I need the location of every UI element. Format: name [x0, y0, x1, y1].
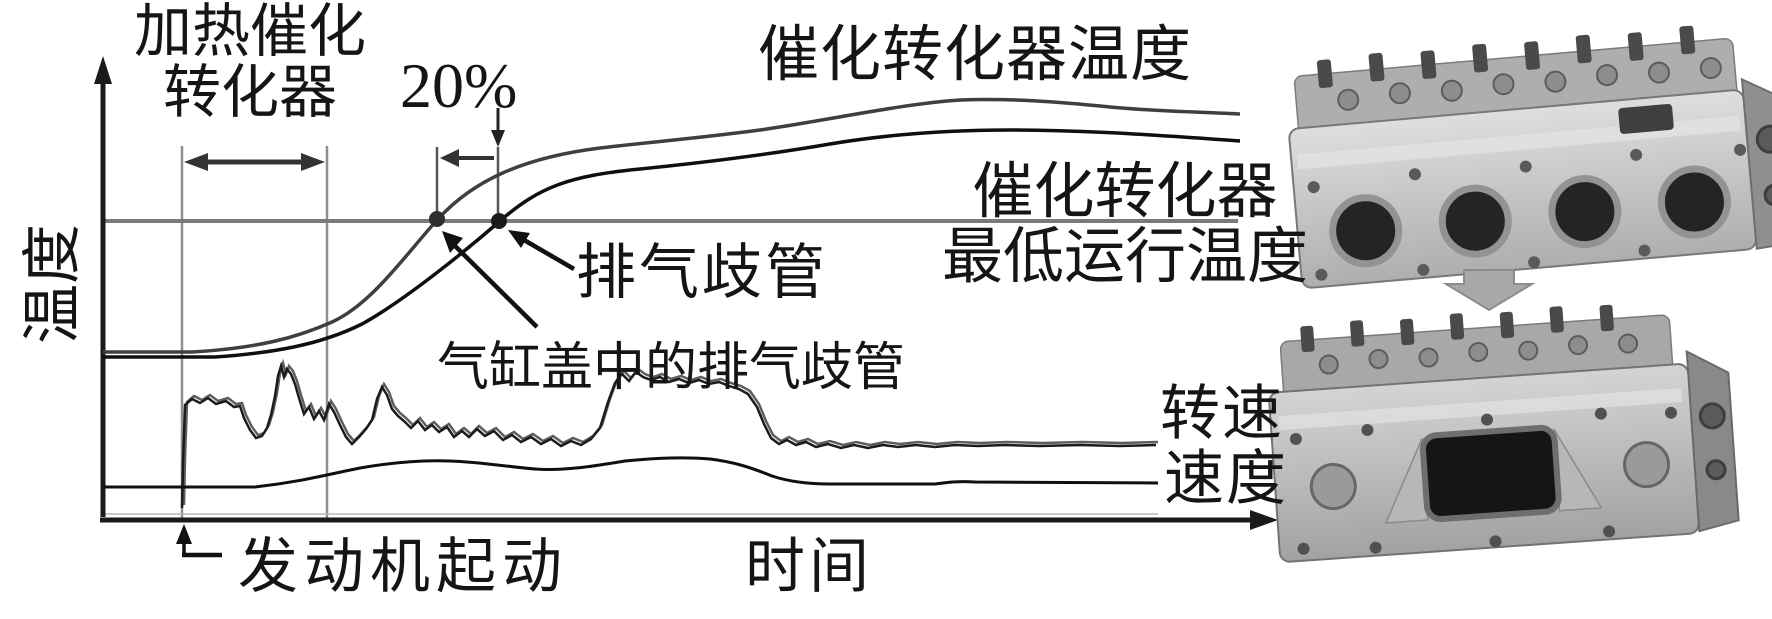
heating-duration-label-line1: 加热催化 — [133, 0, 366, 64]
engine-speed-label: 转速 — [1160, 381, 1284, 447]
catalyst-temperature-curve-label: 催化转化器温度 — [758, 22, 1193, 89]
vehicle-speed-label: 速度 — [1164, 446, 1288, 512]
y-axis-label: 温度 — [20, 224, 86, 344]
vehicle-speed-curve — [103, 456, 1159, 489]
exhaust-manifold-label: 排气歧管 — [576, 240, 828, 306]
catalyst-min-operating-temp-label: 催化转化器 最低运行温度 — [920, 160, 1330, 291]
percent-reduction-label: 20% — [400, 50, 518, 121]
cylinder-head-separate-ports-image — [1288, 25, 1772, 289]
heating-duration-label: 加热催化 转化器 — [100, 0, 400, 125]
x-axis-label: 时间 — [745, 534, 873, 600]
crossing-dot-integrated — [429, 211, 445, 227]
down-arrow-icon — [1442, 269, 1536, 312]
catalyst-min-temp-label-line1: 催化转化器 — [972, 159, 1278, 226]
catalyst-temp-curve-integrated — [103, 97, 1241, 354]
heating-interval-arrow — [184, 153, 325, 171]
x-axis — [100, 510, 1278, 530]
catalyst-min-temp-label-line2: 最低运行温度 — [941, 224, 1308, 292]
catalyst-temp-curve-conventional — [103, 128, 1241, 359]
crossing-dot-conventional — [491, 213, 507, 229]
engine-speed-curve — [180, 358, 1159, 509]
heating-duration-label-line2: 转化器 — [162, 59, 337, 125]
engine-start-pointer — [176, 524, 222, 558]
percent-measure — [435, 108, 505, 214]
cylinder-head-integrated-manifold-image — [1268, 304, 1740, 563]
integrated-exhaust-manifold-label: 气缸盖中的排气歧管 — [437, 340, 906, 397]
engine-start-label: 发动机起动 — [238, 534, 568, 600]
dot-pointer-arrows — [442, 230, 576, 329]
y-axis — [94, 56, 112, 517]
